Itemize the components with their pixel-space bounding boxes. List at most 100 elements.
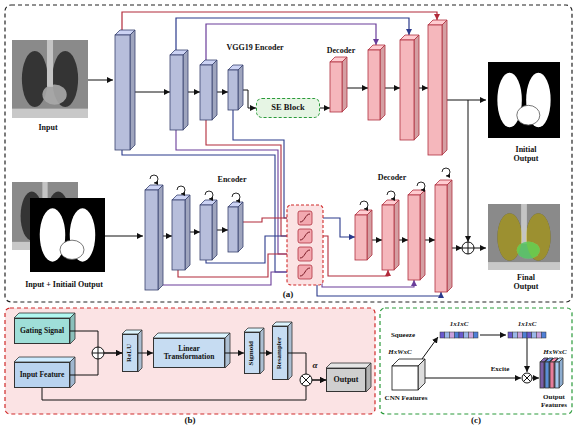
sigmoid-slab: Sigmoid	[244, 332, 260, 374]
channel-vector	[537, 332, 542, 338]
slab-front	[228, 207, 238, 252]
dimension-label: HxWxC	[543, 349, 566, 357]
connector-line	[385, 88, 400, 89]
panel-frame	[5, 5, 572, 302]
node-text: Gating Signal	[20, 327, 64, 335]
residual-icon	[232, 193, 240, 201]
connector-line	[425, 378, 521, 379]
slab-side	[394, 200, 399, 270]
connector-line	[320, 108, 330, 109]
node-text: Resampler	[276, 337, 284, 369]
slab-side	[138, 330, 142, 372]
skip-connection	[206, 24, 376, 65]
attention-gate	[298, 229, 312, 243]
connector-line	[347, 88, 368, 89]
channel-vector	[469, 332, 474, 338]
connector-line	[474, 248, 486, 249]
connector-line	[468, 100, 469, 242]
panel-label: (a)	[283, 290, 294, 300]
encoder-block	[228, 65, 243, 110]
flow-arrow	[42, 380, 326, 400]
connector-line	[452, 248, 462, 249]
channel-vector	[445, 332, 450, 338]
flow-arrow	[138, 353, 153, 354]
encoder-title: VGG19 Encoder	[226, 44, 283, 53]
slab-front	[170, 55, 183, 130]
resampler-slab: Resampler	[272, 326, 288, 380]
image-caption: Final Output	[506, 274, 546, 292]
channel-vector	[527, 332, 532, 338]
decoder-block	[355, 210, 372, 260]
slab-side	[544, 358, 548, 388]
slab-side	[549, 358, 553, 388]
output-slab	[555, 358, 563, 388]
slab-front	[428, 25, 442, 155]
connector-line	[447, 100, 486, 101]
node-text: SE Block	[271, 103, 304, 112]
channel-vector	[450, 332, 455, 338]
output-slab	[540, 358, 548, 388]
decoder-block	[330, 57, 347, 112]
symbol-stroke	[302, 376, 310, 384]
slab-side	[212, 200, 217, 260]
slab-front	[435, 185, 447, 292]
connector-line	[372, 240, 382, 241]
channel-vector	[541, 332, 546, 338]
encoder-block	[145, 185, 163, 290]
mask-ground	[488, 62, 560, 138]
channel-vector	[454, 332, 459, 338]
image-caption: Input + Initiail Output	[25, 281, 103, 290]
residual-icon	[417, 182, 425, 190]
output-slab	[550, 358, 558, 388]
add-symbol	[92, 347, 104, 359]
heart-shape	[517, 242, 540, 259]
slab-side	[414, 35, 419, 140]
slab-side	[288, 322, 292, 380]
node-text: Output	[334, 376, 359, 385]
encoder-block	[228, 202, 243, 252]
channel-vector	[459, 332, 464, 338]
channel-vector	[513, 332, 518, 338]
slab-front	[115, 35, 130, 150]
connector-line	[217, 92, 228, 93]
symbol-stroke	[524, 375, 531, 382]
connector-line	[527, 338, 528, 372]
slab-front	[228, 70, 238, 110]
slab-front	[555, 362, 559, 388]
multiply-symbol	[300, 374, 312, 386]
connector-line	[190, 232, 200, 233]
decoder-block	[368, 45, 385, 120]
slab-side	[342, 57, 347, 112]
add-symbol	[462, 242, 474, 254]
segmentation-mask	[30, 198, 105, 272]
panel-label: (c)	[471, 416, 481, 426]
output-box: Output	[326, 368, 366, 392]
diaphragm	[488, 262, 560, 270]
panel-frame	[380, 308, 572, 414]
slab-side	[559, 358, 563, 388]
slab-side	[366, 363, 371, 392]
encoder-block	[200, 60, 217, 120]
slab-front	[172, 200, 185, 270]
slab-front	[400, 40, 414, 140]
connector-line	[419, 88, 428, 89]
channel-vector	[473, 332, 478, 338]
connector-line	[422, 337, 438, 359]
node-text: Sigmoid	[248, 341, 256, 366]
decoder-block	[408, 190, 425, 280]
channel-vector	[440, 332, 445, 338]
attention-gate	[298, 247, 312, 261]
encoder-block	[172, 195, 190, 270]
slab-side	[367, 210, 372, 260]
slab-front	[368, 50, 380, 120]
slab-front	[145, 190, 158, 290]
connector-line	[105, 236, 143, 237]
symbol-stroke	[98, 347, 99, 359]
slab-side	[420, 190, 425, 280]
slab-side	[70, 313, 75, 344]
connector-line	[532, 378, 539, 379]
slab-side	[130, 30, 135, 150]
residual-icon	[150, 175, 158, 183]
